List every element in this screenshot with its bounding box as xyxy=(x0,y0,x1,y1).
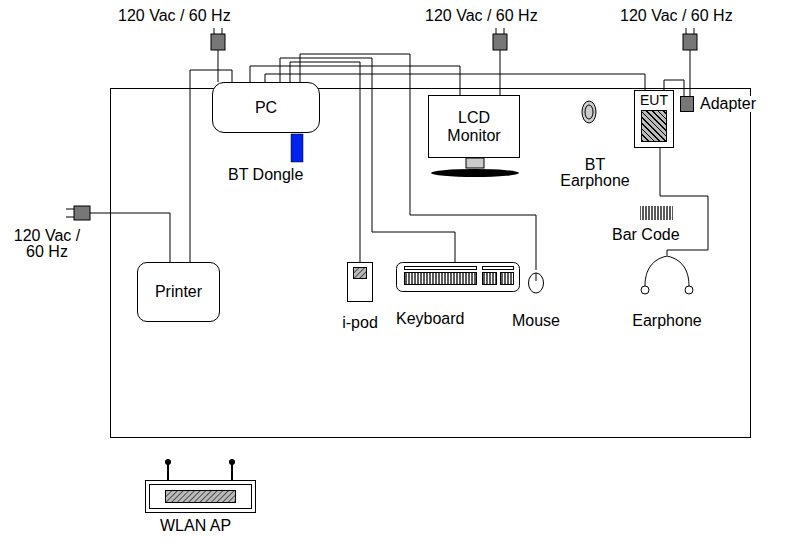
keyboard-device: Keyboard xyxy=(388,262,514,328)
node-label: Keyboard xyxy=(396,310,465,328)
device-icon xyxy=(637,256,697,296)
part-label: BT Earphone xyxy=(553,157,637,189)
adapter-box: Adapter xyxy=(680,96,758,112)
lcd-stand xyxy=(431,158,519,177)
power-label: 120 Vac / 60 Hz xyxy=(620,8,733,24)
node-label: Mouse xyxy=(512,312,560,330)
node-label: Printer xyxy=(155,283,202,301)
monitor-box: LCD Monitor xyxy=(428,95,520,158)
part-label: Bar Code xyxy=(612,227,680,243)
part-label: BT Dongle xyxy=(228,167,303,183)
power-label: 120 Vac / 60 Hz xyxy=(425,8,538,24)
pc-box: PC xyxy=(212,82,320,133)
mouse-device: Mouse xyxy=(500,270,572,330)
part-label: WLAN AP xyxy=(160,518,231,534)
power-label: 120 Vac / 60 Hz xyxy=(118,8,231,24)
test-table xyxy=(111,89,751,438)
node-label: LCD Monitor xyxy=(438,109,510,145)
ipod-device: i-pod xyxy=(330,262,390,332)
wlan-ap xyxy=(146,459,256,513)
bt-earphone-icon xyxy=(582,101,596,123)
power-label: 120 Vac / 60 Hz xyxy=(4,228,90,260)
node-label: EUT xyxy=(640,92,668,108)
device-icon xyxy=(347,262,373,302)
printer-box: Printer xyxy=(137,262,220,322)
node-label: Earphone xyxy=(632,312,701,330)
earphone-device: Earphone xyxy=(625,256,709,330)
eut-box: EUT xyxy=(634,90,674,148)
cable xyxy=(300,54,536,270)
eut-body xyxy=(641,110,667,142)
bar-code xyxy=(640,206,673,220)
node-label: Adapter xyxy=(698,96,758,112)
power-plug xyxy=(66,28,697,220)
adapter-body xyxy=(680,96,694,112)
device-icon xyxy=(527,270,545,294)
node-label: PC xyxy=(255,99,277,117)
cable xyxy=(265,74,645,90)
bt-dongle xyxy=(291,134,303,162)
node-label: i-pod xyxy=(342,314,378,332)
device-icon xyxy=(396,262,520,292)
power-cord xyxy=(90,50,690,262)
